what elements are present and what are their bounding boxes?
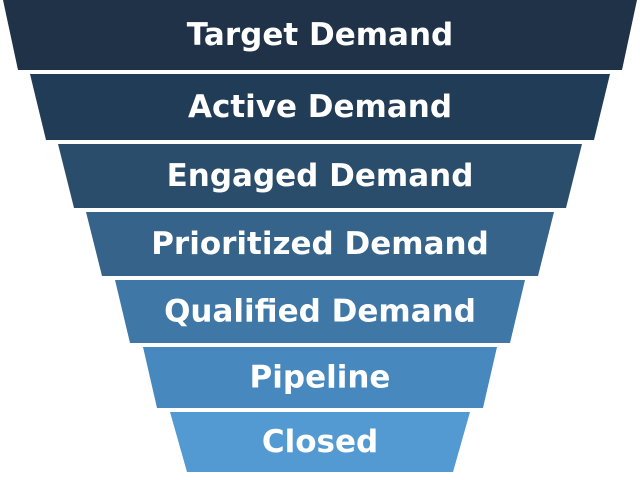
funnel-stage: Pipeline (143, 347, 497, 408)
funnel-stage: Closed (170, 412, 470, 472)
funnel-stage-band (143, 347, 497, 408)
funnel-stage-band (86, 212, 554, 276)
funnel-stage-label: Engaged Demand (167, 158, 474, 194)
funnel-stage-band (170, 412, 470, 472)
funnel-stage-label: Active Demand (188, 89, 452, 125)
funnel-stage: Prioritized Demand (86, 212, 554, 276)
funnel-stage-label: Qualified Demand (164, 294, 476, 330)
funnel-stage: Target Demand (3, 0, 637, 70)
funnel-stage: Qualified Demand (115, 280, 525, 343)
funnel-stage-band (3, 0, 637, 70)
funnel-stage-label: Pipeline (250, 360, 391, 396)
funnel-stage-band (115, 280, 525, 343)
funnel-stage: Active Demand (30, 74, 610, 140)
funnel-stage: Engaged Demand (58, 144, 582, 208)
funnel-stage-band (30, 74, 610, 140)
funnel-stage-label: Target Demand (187, 17, 453, 53)
funnel-stage-label: Prioritized Demand (151, 226, 489, 262)
funnel-stage-band (58, 144, 582, 208)
funnel-stage-label: Closed (262, 424, 378, 460)
